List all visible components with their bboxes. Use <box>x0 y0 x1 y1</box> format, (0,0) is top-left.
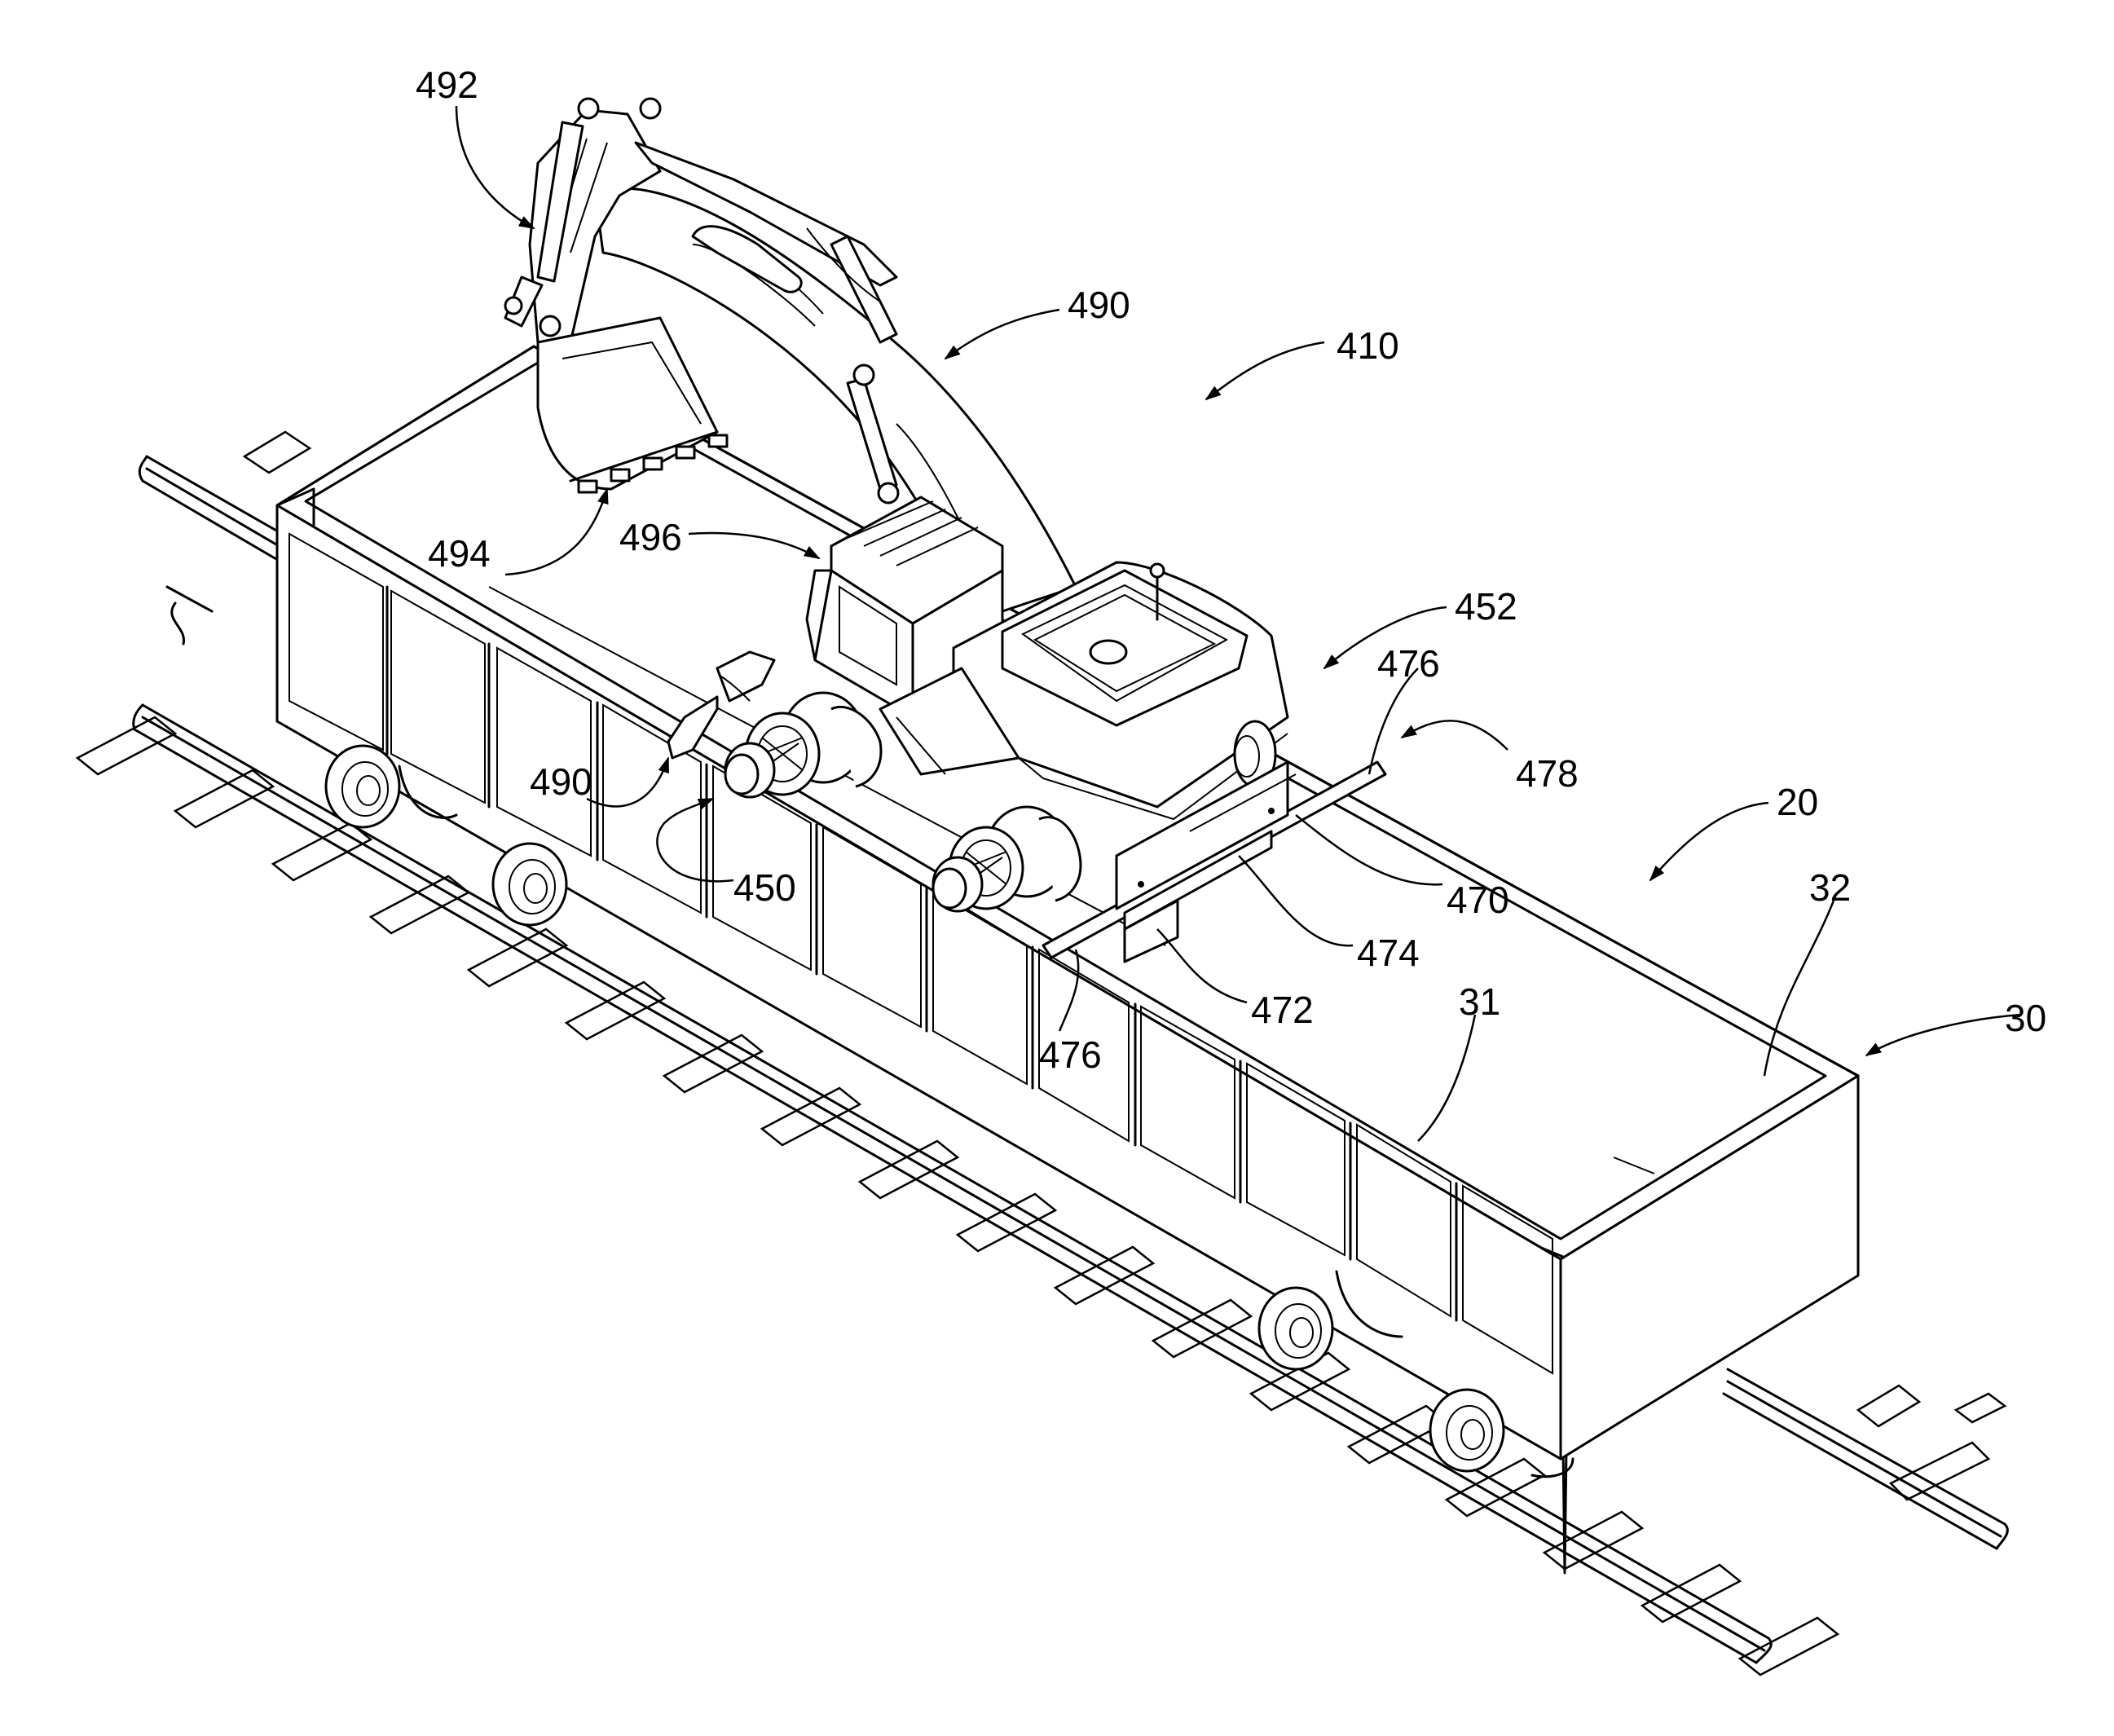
label-494: 494 <box>428 532 491 575</box>
wheel <box>1430 1390 1504 1471</box>
label-450: 450 <box>733 866 796 909</box>
label-496: 496 <box>619 516 682 558</box>
label-474: 474 <box>1357 932 1420 974</box>
label-31: 31 <box>1459 980 1500 1023</box>
label-470: 470 <box>1447 879 1509 921</box>
label-492: 492 <box>416 64 478 106</box>
label-476-bottom: 476 <box>1039 1033 1102 1076</box>
label-30: 30 <box>2005 997 2046 1039</box>
wheel <box>1259 1288 1332 1369</box>
wheel <box>493 844 566 925</box>
label-476-top: 476 <box>1377 642 1440 685</box>
label-490-side: 490 <box>530 760 592 803</box>
label-410: 410 <box>1337 324 1399 367</box>
label-490-top: 490 <box>1068 284 1130 326</box>
label-452: 452 <box>1455 585 1517 628</box>
label-478: 478 <box>1516 752 1579 795</box>
label-32: 32 <box>1809 866 1851 909</box>
label-472: 472 <box>1251 989 1314 1031</box>
label-20: 20 <box>1777 781 1818 823</box>
wheel <box>326 746 399 827</box>
